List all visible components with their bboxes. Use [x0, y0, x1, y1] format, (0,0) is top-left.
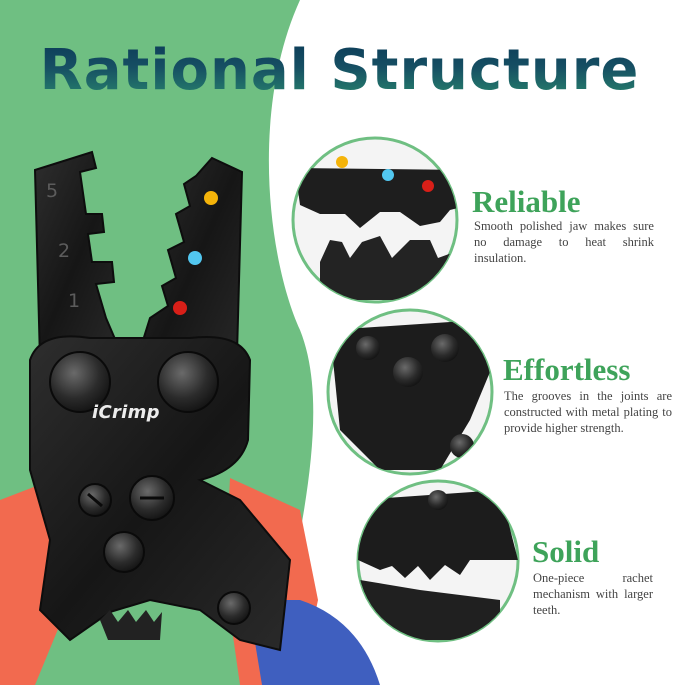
dot-yellow — [204, 191, 218, 205]
jaw-size-mark: 5 — [46, 180, 59, 202]
detail-circle-joints — [326, 308, 494, 476]
feature-desc-solid: One-piece rachet mechanism with larger t… — [533, 571, 653, 617]
crimper-body — [29, 150, 292, 652]
headline-title: Rational Structure — [0, 38, 679, 103]
feature-title-reliable: Reliable — [472, 184, 581, 219]
feature-desc-effortless: The grooves in the joints are constructe… — [504, 389, 672, 435]
feature-title-solid: Solid — [532, 534, 600, 569]
jaw-size-mark: 2 — [58, 240, 71, 262]
dot-blue — [188, 251, 202, 265]
feature-desc-reliable: Smooth polished jaw makes sure no damage… — [474, 219, 654, 265]
brand-logo: iCrimp — [92, 402, 160, 423]
detail-circle-jaw — [291, 136, 459, 304]
detail-circle-ratchet — [356, 479, 520, 643]
feature-title-effortless: Effortless — [503, 352, 631, 387]
dot-red — [173, 301, 187, 315]
jaw-size-mark: 1 — [68, 290, 81, 312]
